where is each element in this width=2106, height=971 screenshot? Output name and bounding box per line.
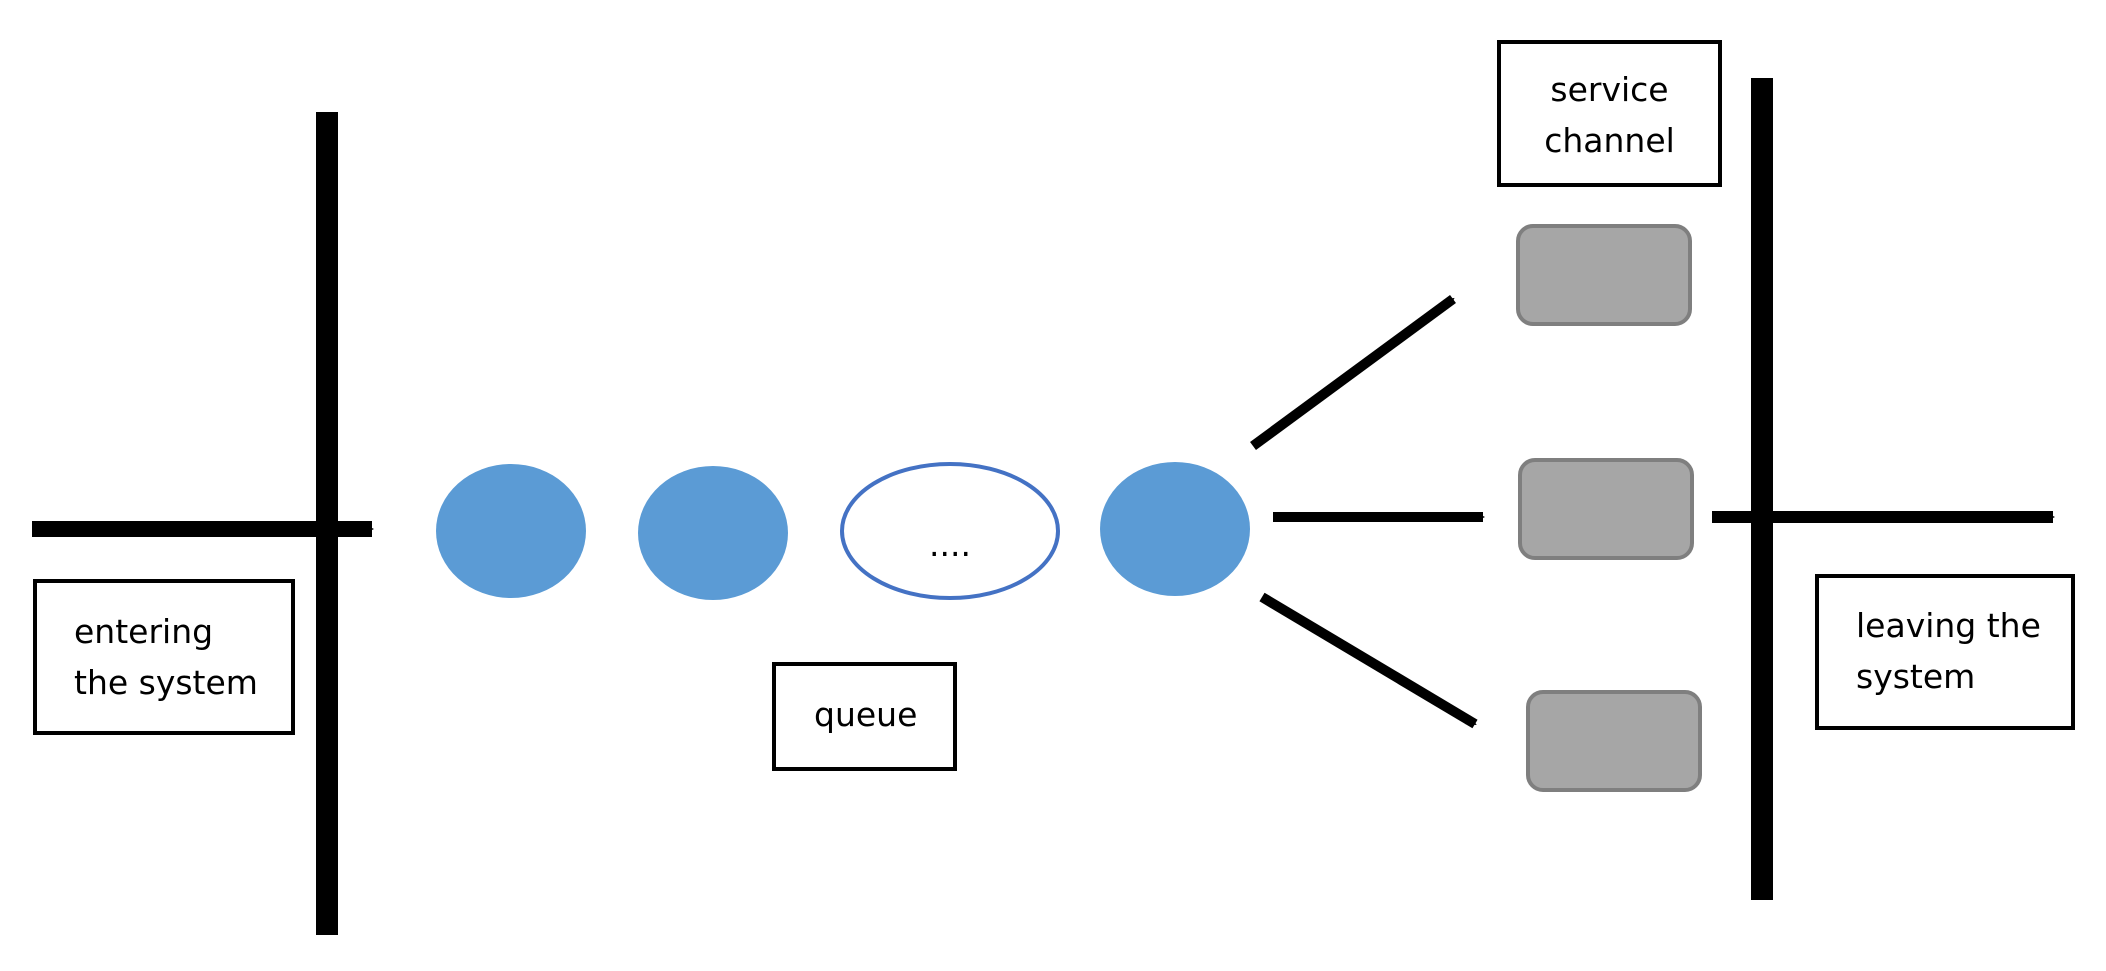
leaving-system-label-line: system bbox=[1856, 657, 1976, 696]
service-channel bbox=[1516, 224, 1692, 326]
service-channel-label-line: service bbox=[1550, 70, 1669, 109]
queue-customer bbox=[1100, 462, 1250, 596]
service-channel-label: service channel bbox=[1497, 40, 1722, 187]
service-channel bbox=[1526, 690, 1702, 792]
service-channel bbox=[1518, 458, 1694, 560]
leaving-system-label-line: leaving the bbox=[1856, 606, 2041, 645]
queue-customer bbox=[638, 466, 788, 600]
leaving-system-label: leaving the system bbox=[1815, 574, 2075, 730]
queue-label-line: queue bbox=[814, 695, 918, 734]
dispatch-arrow-down bbox=[1259, 592, 1478, 729]
entering-system-label-line: the system bbox=[74, 663, 258, 702]
queue-ellipsis-text: .... bbox=[929, 525, 971, 564]
dispatch-arrow-up bbox=[1250, 294, 1456, 451]
entering-system-label: entering the system bbox=[33, 579, 295, 735]
service-channel-label-line: channel bbox=[1544, 121, 1675, 160]
queue-label: queue bbox=[772, 662, 957, 771]
queue-customer bbox=[436, 464, 586, 598]
queue-ellipsis-marker bbox=[840, 462, 1060, 600]
entering-system-label-line: entering bbox=[74, 612, 214, 651]
